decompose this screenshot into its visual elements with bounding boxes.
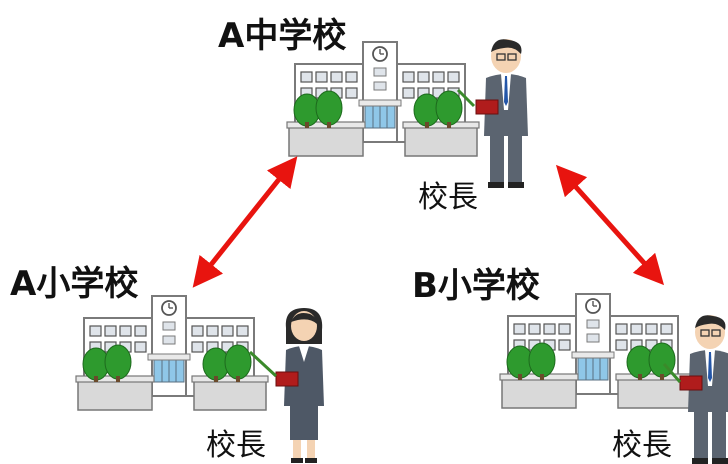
principal-label-a-middle: 校長 [418, 180, 478, 215]
principal-icon-a-middle [475, 38, 529, 189]
double-arrow-left [192, 156, 298, 288]
school-building-b-elementary [499, 293, 693, 409]
school-name-b-elementary: B小学校 [412, 266, 540, 306]
principal-icon-b-elementary [679, 314, 728, 464]
principal-icon-a-elementary [275, 307, 325, 464]
school-name-a-middle: A中学校 [218, 16, 347, 56]
principal-label-a-elementary: 校長 [206, 428, 266, 463]
principal-label-b-elementary: 校長 [612, 428, 672, 463]
school-name-a-elementary: A小学校 [10, 264, 139, 304]
school-building-a-middle [286, 41, 480, 157]
school-building-a-elementary [75, 295, 269, 411]
double-arrow-right [555, 164, 665, 286]
